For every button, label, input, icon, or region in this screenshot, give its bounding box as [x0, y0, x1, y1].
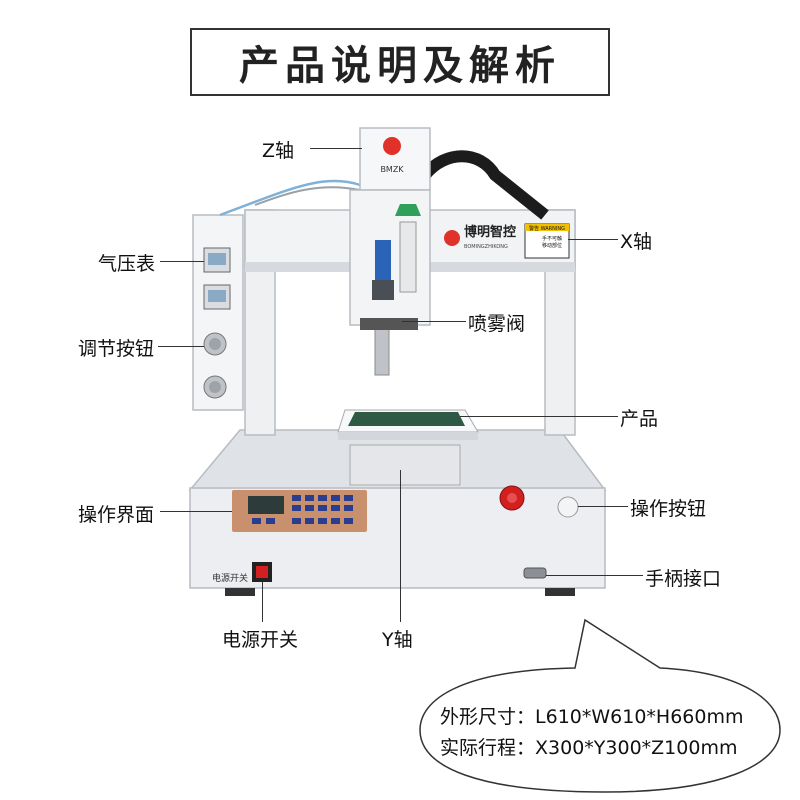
title-box: 产品说明及解析 — [190, 28, 610, 96]
air-tube-2 — [254, 186, 361, 206]
logo-small-text: BMZK — [380, 165, 404, 174]
label-operation-button: 操作按钮 — [630, 498, 707, 520]
label-power-switch: 电源开关 — [222, 629, 299, 651]
knob-1-center — [209, 338, 221, 350]
air-tube-1 — [219, 179, 361, 217]
y-table-edge — [338, 432, 478, 440]
leader-spray-valve — [402, 321, 466, 322]
leader-z-axis — [310, 148, 362, 149]
label-z-axis: Z轴 — [262, 140, 295, 162]
spec-dimensions-label: 外形尺寸： — [440, 706, 536, 728]
power-switch-text: 电源开关 — [212, 572, 248, 584]
leader-operation-button — [578, 506, 628, 507]
warning-title: 警告 WARNING — [529, 225, 565, 232]
brand-en: BOMINGZHIKONG — [464, 244, 508, 250]
syringe-cap — [395, 204, 421, 216]
valve-body — [375, 240, 391, 280]
leader-y-axis — [400, 470, 401, 622]
brand-cn: 博明智控 — [464, 224, 516, 240]
gauge-2-screen — [208, 290, 226, 302]
knob-2-center — [209, 381, 221, 393]
gauge-1-screen — [208, 253, 226, 265]
foot-right — [545, 588, 575, 596]
syringe — [399, 221, 417, 293]
label-y-axis: Y轴 — [382, 629, 413, 651]
leader-product — [460, 416, 618, 417]
panel-lcd — [248, 496, 284, 514]
operation-button — [557, 496, 579, 518]
label-adjust-knob: 调节按钮 — [78, 338, 155, 360]
spec-travel-value: X300*Y300*Z100mm — [535, 737, 738, 759]
label-handle-port: 手柄接口 — [645, 568, 722, 590]
brand-logo-mark — [444, 230, 460, 246]
y-table-stand — [349, 444, 461, 486]
leader-operation-panel — [160, 511, 232, 512]
valve-mount — [360, 318, 418, 330]
spec-travel: 实际行程：X300*Y300*Z100mm — [440, 733, 737, 760]
foot-left — [225, 588, 255, 596]
leader-power-switch — [262, 582, 263, 622]
spec-bubble — [419, 618, 781, 793]
logo-small-mark — [383, 137, 401, 155]
warning-line1: 手不可触 — [542, 235, 562, 242]
page-title: 产品说明及解析 — [239, 43, 561, 89]
leader-pressure-gauge — [160, 261, 204, 262]
leader-adjust-knob — [158, 346, 204, 347]
spec-dimensions-value: L610*W610*H660mm — [535, 706, 744, 728]
warning-band — [525, 224, 569, 231]
panel-keys — [252, 495, 353, 524]
label-product: 产品 — [620, 408, 659, 430]
z-axis-head — [359, 127, 431, 191]
spec-travel-label: 实际行程： — [440, 737, 536, 759]
label-x-axis: X轴 — [620, 231, 653, 253]
label-pressure-gauge: 气压表 — [98, 253, 156, 275]
power-switch-rocker — [256, 566, 268, 578]
leader-handle-port — [546, 575, 643, 576]
spec-dimensions: 外形尺寸：L610*W610*H660mm — [440, 702, 744, 729]
leader-x-axis — [568, 239, 618, 240]
cable-chain — [420, 150, 549, 220]
warning-line2: 移动部位 — [542, 242, 562, 249]
label-operation-panel: 操作界面 — [78, 504, 155, 526]
label-spray-valve: 喷雾阀 — [468, 313, 526, 335]
handle-port — [523, 567, 547, 579]
product-pcb — [348, 412, 465, 426]
emergency-stop-highlight — [507, 493, 517, 503]
valve-block — [372, 280, 394, 300]
